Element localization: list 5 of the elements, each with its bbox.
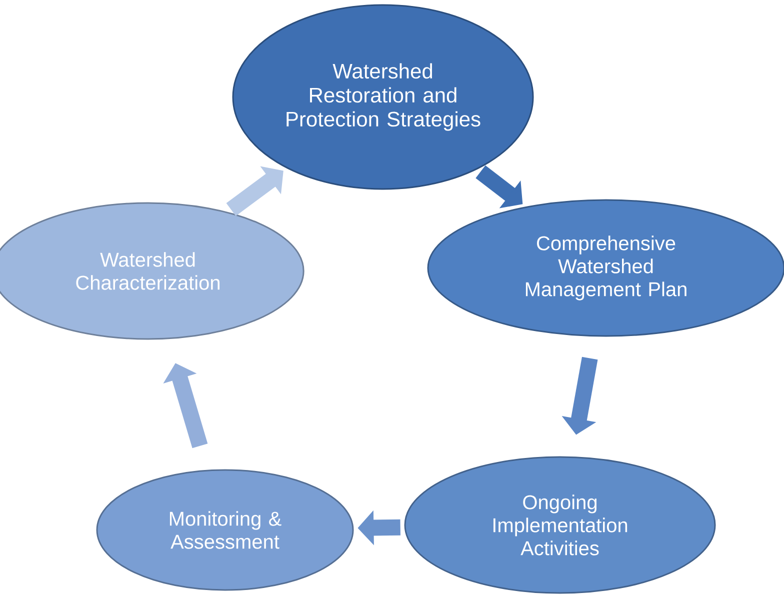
- block-arrow: [226, 166, 284, 216]
- ellipse-node: Monitoring & Assessment: [96, 469, 354, 591]
- ellipse-node: Watershed Restoration and Protection Strategies: [232, 4, 534, 190]
- ellipse-node: Ongoing Implementation Activities: [404, 456, 716, 594]
- ellipse-node: Comprehensive Watershed Management Plan: [427, 199, 784, 337]
